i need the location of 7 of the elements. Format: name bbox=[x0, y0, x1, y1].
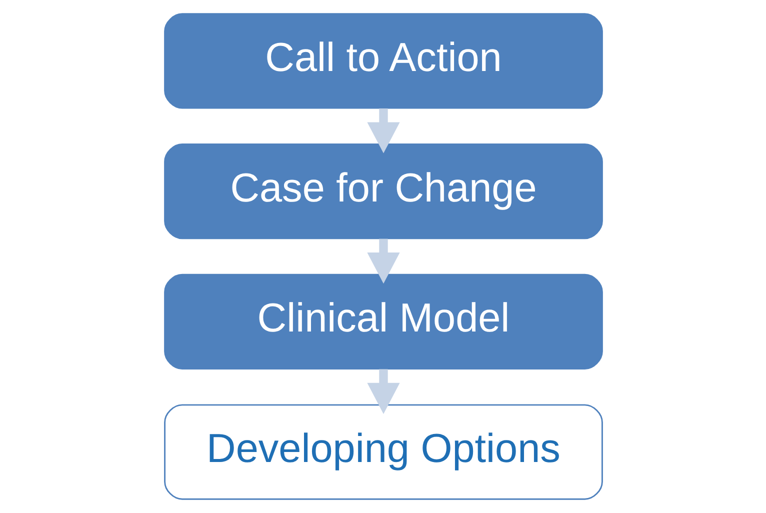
arrow bbox=[366, 238, 400, 284]
arrow bbox=[366, 108, 400, 154]
node-box: Developing Options bbox=[164, 404, 602, 500]
node-box: Call to Action bbox=[164, 13, 602, 109]
node-box: Case for Change bbox=[164, 144, 602, 240]
arrow bbox=[366, 369, 400, 414]
node-box: Clinical Model bbox=[164, 274, 602, 370]
